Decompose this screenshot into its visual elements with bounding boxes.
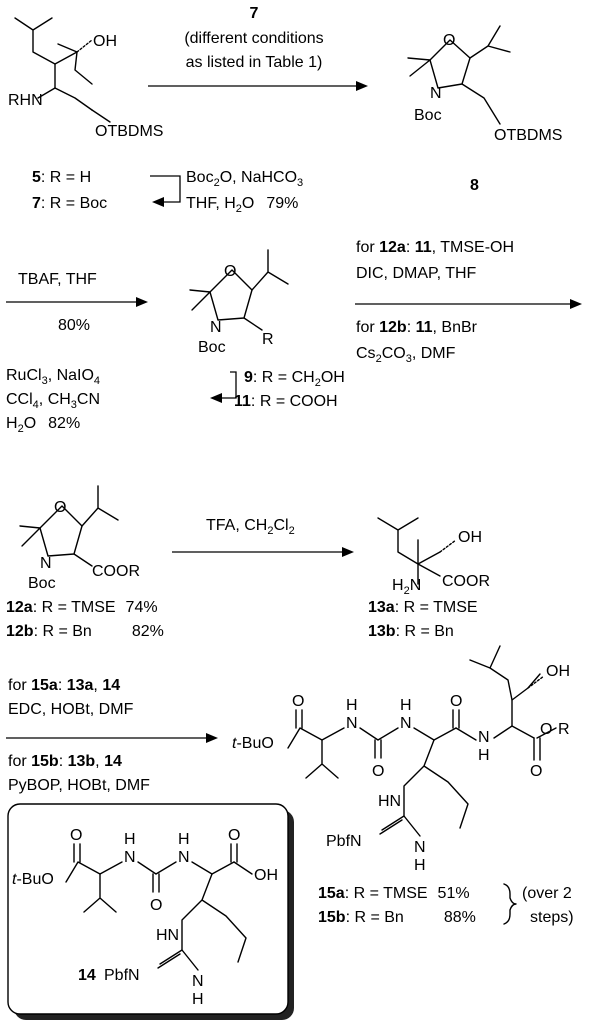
svg-text:H: H [400, 697, 412, 714]
svg-text:N: N [478, 729, 490, 746]
arrow-step-4: TFA, CH2Cl2 [172, 517, 354, 557]
structure-5-7: OH RHN OTBDMS [8, 17, 163, 140]
structure-12: O N Boc COOR [19, 485, 140, 592]
svg-text:R: R [262, 331, 274, 348]
reagent-conditions-2: as listed in Table 1) [186, 54, 323, 71]
svg-text:N: N [192, 973, 204, 990]
svg-text:Boc: Boc [198, 339, 226, 356]
svg-text:Boc: Boc [28, 575, 56, 592]
arrow-step-3: for 12a: 11, TMSE-OH DIC, DMAP, THF for … [355, 239, 582, 365]
svg-text:5: R = H: 5: R = H [32, 169, 91, 186]
svg-text:O: O [372, 763, 384, 780]
svg-text:EDC, HOBt, DMF: EDC, HOBt, DMF [8, 701, 134, 718]
structure-8: O N Boc OTBDMS 8 [407, 25, 562, 194]
labels-5-7: 5: R = H 7: R = Boc Boc2O, NaHCO3 THF, H… [32, 169, 303, 215]
svg-text:PyBOP, HOBt, DMF: PyBOP, HOBt, DMF [8, 777, 150, 794]
atom-o-8: O [443, 32, 455, 49]
structure-13: OH H2N COOR [377, 517, 490, 597]
svg-text:13b: R = Bn: 13b: R = Bn [368, 623, 454, 640]
svg-text:t-BuO: t-BuO [232, 735, 274, 752]
svg-text:H: H [192, 991, 204, 1008]
svg-text:for 12a: 11, TMSE-OH: for 12a: 11, TMSE-OH [356, 239, 514, 256]
atom-otbdms: OTBDMS [95, 123, 163, 140]
reagent-conditions-1: (different conditions [184, 30, 323, 47]
arrow-step-5: for 15a: 13a, 14 EDC, HOBt, DMF for 15b:… [6, 677, 218, 794]
svg-text:H: H [414, 857, 426, 874]
svg-text:N: N [178, 849, 190, 866]
svg-text:COOR: COOR [92, 563, 140, 580]
svg-text:Boc2O, NaHCO3: Boc2O, NaHCO3 [186, 169, 303, 189]
svg-text:O: O [70, 827, 82, 844]
svg-text:H: H [178, 831, 190, 848]
svg-text:O: O [292, 693, 304, 710]
svg-text:O: O [540, 721, 552, 738]
svg-text:O: O [450, 693, 462, 710]
svg-text:for 15a: 13a, 14: for 15a: 13a, 14 [8, 677, 120, 694]
svg-text:COOR: COOR [442, 573, 490, 590]
svg-text:Cs2CO3, DMF: Cs2CO3, DMF [356, 345, 456, 365]
boxed-structure-14: O t-BuO H N O H N O OH HN PbfN N H 14 [7, 803, 294, 1020]
svg-text:OH: OH [254, 867, 278, 884]
svg-text:CCl4, CH3CN: CCl4, CH3CN [6, 391, 100, 411]
atom-rhn: RHN [8, 92, 43, 109]
svg-text:N: N [346, 715, 358, 732]
svg-text:9: R = CH2OH: 9: R = CH2OH [244, 369, 345, 389]
reagent-7: 7 [250, 5, 259, 22]
svg-text:OH: OH [546, 663, 570, 680]
svg-text:80%: 80% [58, 317, 90, 334]
svg-text:N: N [414, 839, 426, 856]
svg-text:O: O [150, 897, 162, 914]
svg-text:PbfN: PbfN [104, 967, 140, 984]
arrow-step-1: 7 (different conditions as listed in Tab… [148, 5, 368, 91]
svg-text:14: 14 [78, 967, 96, 984]
svg-text:TBAF, THF: TBAF, THF [18, 271, 97, 288]
svg-text:DIC, DMAP, THF: DIC, DMAP, THF [356, 265, 477, 282]
svg-text:PbfN: PbfN [326, 833, 362, 850]
svg-text:N: N [400, 715, 412, 732]
svg-text:R: R [558, 721, 570, 738]
svg-text:TFA, CH2Cl2: TFA, CH2Cl2 [206, 517, 295, 537]
svg-text:OH: OH [458, 529, 482, 546]
label-8: 8 [470, 177, 479, 194]
svg-text:O: O [224, 263, 236, 280]
svg-text:O: O [54, 499, 66, 516]
svg-text:O: O [530, 763, 542, 780]
svg-text:7: R = Boc: 7: R = Boc [32, 195, 107, 212]
svg-text:HN: HN [378, 793, 401, 810]
svg-text:N: N [40, 555, 52, 572]
svg-text:HN: HN [156, 927, 179, 944]
svg-text:(over 2: (over 2 [522, 885, 572, 902]
svg-text:N: N [124, 849, 136, 866]
svg-text:H: H [124, 831, 136, 848]
svg-text:N: N [210, 319, 222, 336]
atom-n-8: N [430, 85, 442, 102]
svg-text:O: O [228, 827, 240, 844]
svg-text:for 15b: 13b, 14: for 15b: 13b, 14 [8, 753, 122, 770]
svg-text:for 12b: 11, BnBr: for 12b: 11, BnBr [356, 319, 478, 336]
svg-text:11: R = COOH: 11: R = COOH [234, 393, 338, 410]
svg-text:13a: R = TMSE: 13a: R = TMSE [368, 599, 478, 616]
structure-9-11: O N Boc R [189, 249, 289, 356]
structure-15: O t-BuO H N O H N O N H OH O R O HN PbfN… [232, 645, 570, 874]
svg-text:RuCl3, NaIO4: RuCl3, NaIO4 [6, 367, 100, 387]
svg-text:H: H [478, 747, 490, 764]
svg-text:steps): steps) [530, 909, 574, 926]
atom-oh: OH [93, 33, 117, 50]
atom-otbdms-8: OTBDMS [494, 127, 562, 144]
atom-boc-8: Boc [414, 107, 442, 124]
svg-text:H: H [346, 697, 358, 714]
arrow-step-2: TBAF, THF 80% [6, 271, 148, 334]
svg-text:H2N: H2N [392, 577, 421, 597]
svg-text:t-BuO: t-BuO [12, 871, 54, 888]
